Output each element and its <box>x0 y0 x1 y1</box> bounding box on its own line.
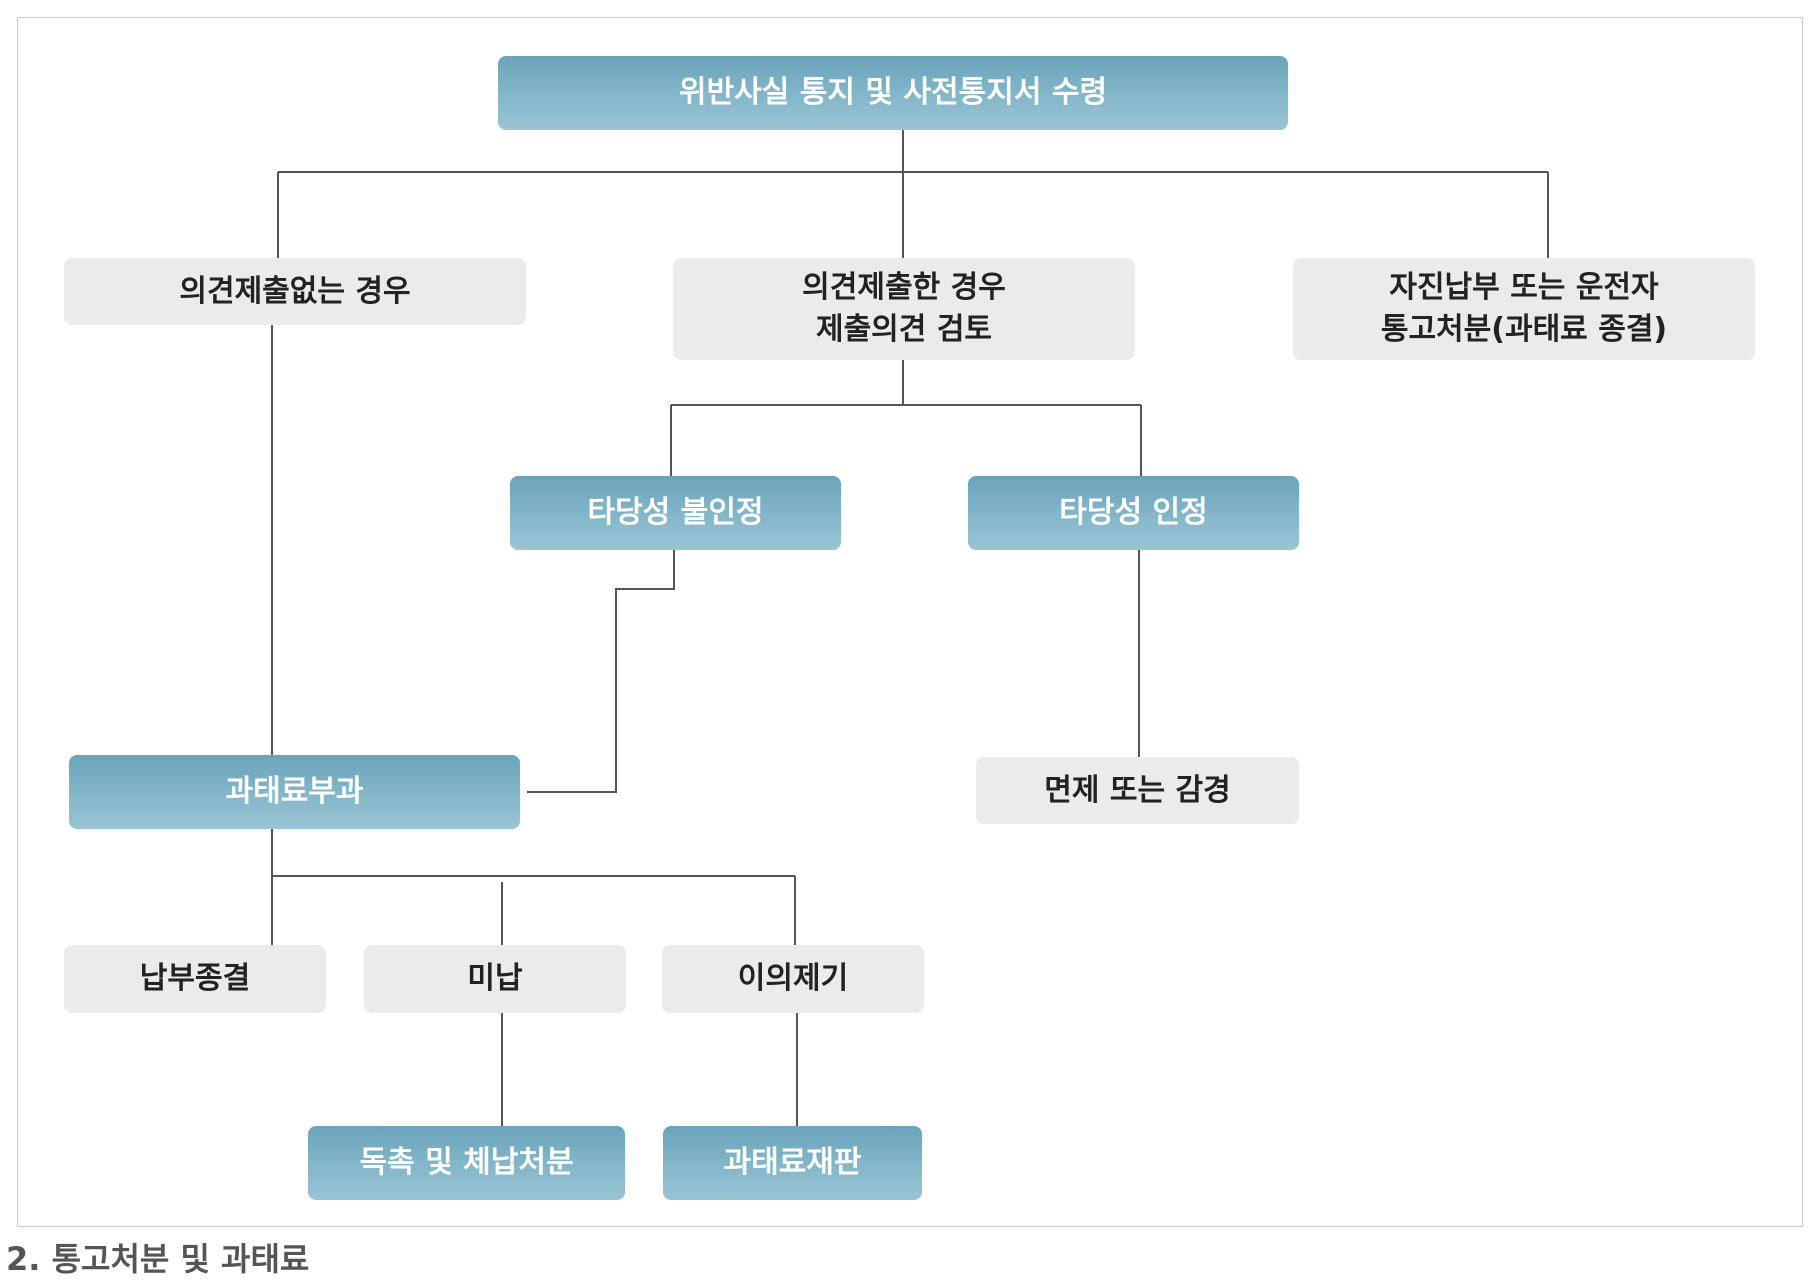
node-fine-imposed: 과태료부과 <box>69 755 520 829</box>
node-objection: 이의제기 <box>662 945 924 1013</box>
node-receipt: 위반사실 통지 및 사전통지서 수령 <box>498 56 1288 130</box>
node-opinion-review: 의견제출한 경우 제출의견 검토 <box>673 258 1135 360</box>
node-trial: 과태료재판 <box>663 1126 922 1200</box>
connector-lines <box>271 130 1549 1126</box>
node-unpaid: 미납 <box>364 945 626 1013</box>
node-not-justified: 타당성 불인정 <box>510 476 841 550</box>
node-justified: 타당성 인정 <box>968 476 1299 550</box>
node-no-opinion: 의견제출없는 경우 <box>64 258 526 325</box>
diagram-frame <box>17 17 1803 1227</box>
node-collection: 독촉 및 체납처분 <box>308 1126 625 1200</box>
node-payment-end: 납부종결 <box>64 945 326 1013</box>
section-caption: 2. 통고처분 및 과태료 <box>6 1240 310 1278</box>
node-exemption: 면제 또는 감경 <box>976 757 1299 824</box>
node-voluntary-payment: 자진납부 또는 운전자 통고처분(과태료 종결) <box>1293 258 1755 360</box>
connector <box>527 550 675 793</box>
